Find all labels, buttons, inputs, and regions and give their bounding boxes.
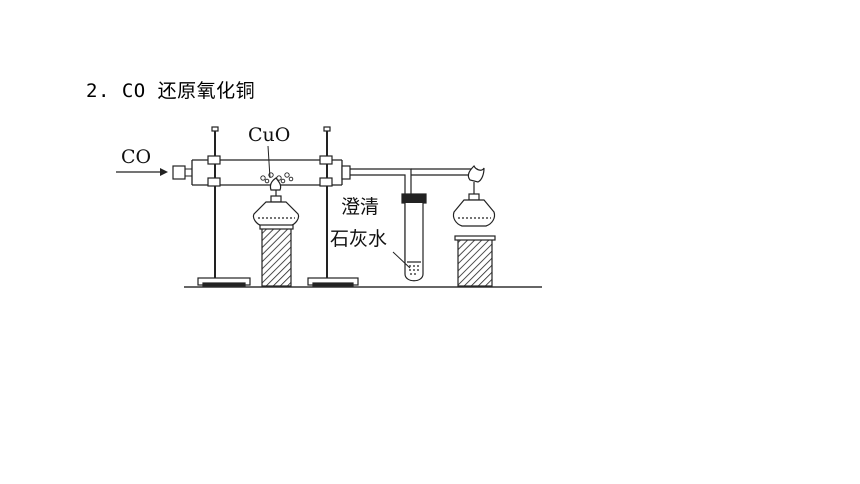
section-heading: 2. CO 还原氧化铜 — [86, 80, 256, 102]
limewater-label-line2: 石灰水 — [330, 228, 387, 250]
alcohol-lamp-right — [452, 164, 496, 227]
outlet-stopper — [341, 165, 351, 180]
ring-stand-right — [307, 126, 359, 287]
cuo-label: CuO — [248, 124, 290, 146]
lamp-stand-left — [259, 224, 294, 287]
exhaust-tube — [411, 168, 478, 180]
test-tube — [401, 193, 427, 282]
limewater-label-line1: 澄清 — [341, 196, 379, 218]
co-inlet-label: CO — [121, 146, 151, 168]
lamp-stand-right — [454, 235, 496, 287]
limewater-pointer — [392, 251, 411, 269]
inlet-stopper — [172, 165, 186, 180]
cuo-pointer — [267, 145, 271, 179]
ring-stand-left — [197, 126, 251, 287]
alcohol-lamp-left — [252, 177, 300, 227]
inlet-arrowhead — [160, 168, 168, 176]
